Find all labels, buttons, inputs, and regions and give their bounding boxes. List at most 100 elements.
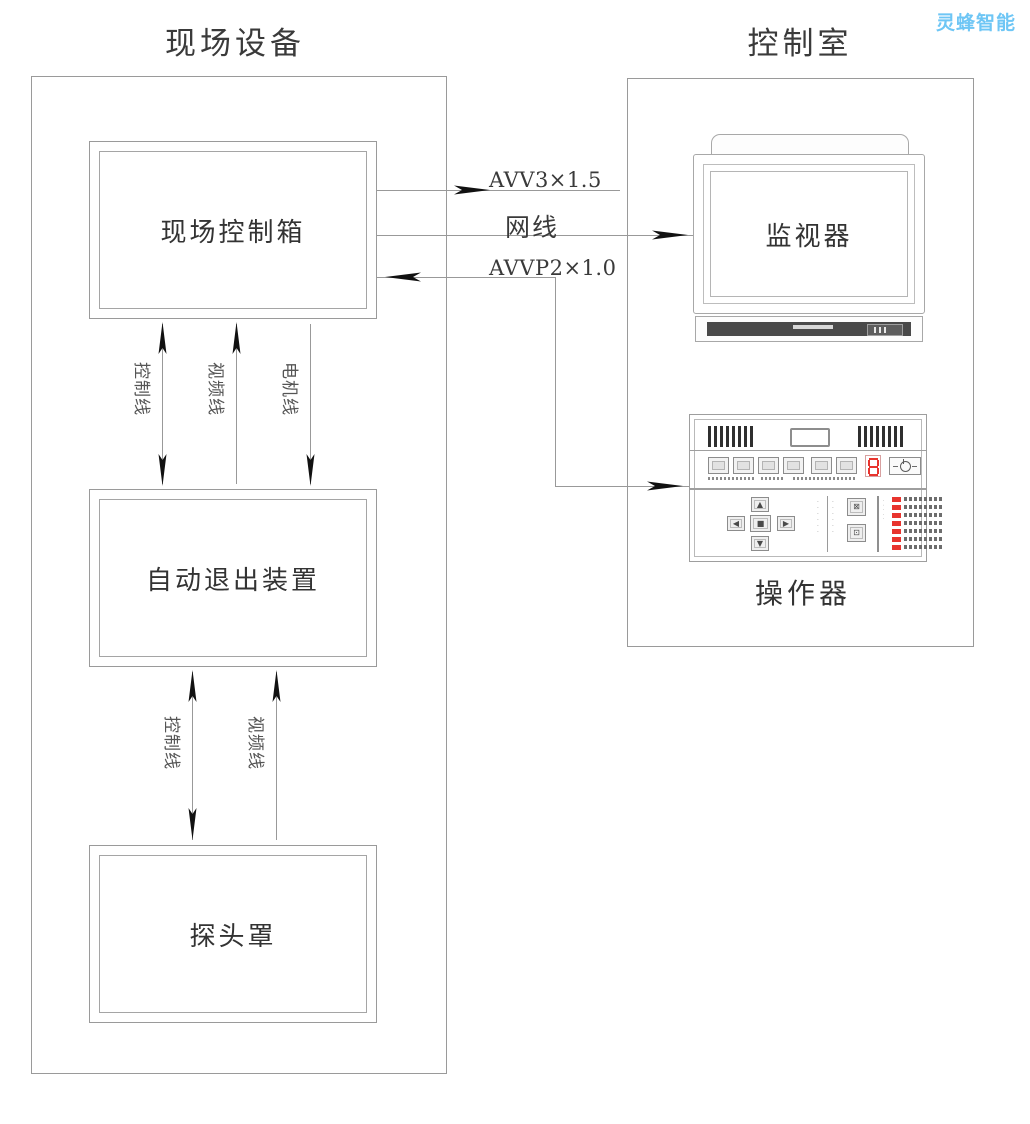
console-rotary-dial[interactable]: [889, 457, 921, 475]
link-video-line-1: [236, 324, 237, 484]
console-led-label-6: [904, 537, 942, 541]
device-operator-console[interactable]: ▲ ◀ ■ ▶ ▼ ------ ------ ⊠ ⊡ · · · · ·: [689, 414, 942, 562]
console-led-label-4: [904, 521, 942, 525]
console-led-label-1: [904, 497, 942, 501]
device-monitor-label: 监视器: [765, 221, 853, 252]
device-auto-retract-label: 自动退出装置: [145, 565, 320, 596]
console-led-1: [892, 497, 901, 502]
arrowhead-control-line-1-down: [155, 452, 170, 486]
cable-label-power: AVV3×1.5: [489, 168, 602, 192]
device-auto-retract[interactable]: 自动退出装置: [89, 489, 377, 667]
aux-bottom-glyph: ⊡: [853, 528, 860, 537]
section-title-control: 控制室: [747, 26, 853, 62]
device-field-control-box-label: 现场控制箱: [160, 217, 306, 248]
console-led-3: [892, 513, 901, 518]
console-led-5: [892, 529, 901, 534]
cable-label-network: 网线: [505, 213, 560, 242]
device-field-control-box[interactable]: 现场控制箱: [89, 141, 377, 319]
field-equipment-enclosure: [31, 76, 447, 1074]
arrowhead-control-line-1-up: [155, 322, 170, 356]
watermark-logo: 灵蜂智能: [935, 12, 1016, 34]
console-divider-1: [689, 450, 927, 451]
console-led-2: [892, 505, 901, 510]
console-key-6[interactable]: [836, 457, 857, 474]
link-control-line-2: [192, 672, 193, 840]
device-auto-retract-inner: 自动退出装置: [99, 499, 367, 657]
dpad-center-glyph: ■: [756, 518, 765, 528]
arrowhead-signal-cable-left: [385, 268, 423, 286]
arrowhead-motor-line-1-down: [303, 452, 318, 486]
console-key-1[interactable]: [708, 457, 729, 474]
link-video-line-2: [276, 672, 277, 840]
console-dpad-right[interactable]: ▶: [777, 516, 795, 531]
console-led-divider: [877, 496, 879, 552]
console-speaker-grille-right: [858, 426, 903, 447]
console-fader-track[interactable]: [827, 496, 829, 552]
device-probe-cover[interactable]: 探头罩: [89, 845, 377, 1023]
console-led-7: [892, 545, 901, 550]
console-dpad-center[interactable]: ■: [750, 515, 771, 532]
console-led-group-label: · · · · ·: [881, 500, 886, 521]
link-power-cable: [377, 190, 620, 191]
console-display-window: [790, 428, 830, 447]
console-fader-scale-left: ------: [817, 500, 819, 535]
console-dpad-up[interactable]: ▲: [751, 497, 769, 512]
arrowhead-signal-cable-right: [645, 477, 683, 495]
section-title-field: 现场设备: [165, 26, 305, 62]
arrowhead-network-cable: [650, 226, 688, 244]
arrowhead-control-line-2-down: [185, 806, 200, 840]
console-led-label-2: [904, 505, 942, 509]
console-key-caption-right: [793, 477, 857, 480]
device-probe-cover-inner: 探头罩: [99, 855, 367, 1013]
monitor-case-inner: 监视器: [703, 164, 915, 304]
dpad-left-glyph: ◀: [732, 518, 740, 528]
link-signal-cable-segment-2: [555, 277, 556, 486]
console-key-3[interactable]: [758, 457, 779, 474]
console-led-label-5: [904, 529, 942, 533]
monitor-top-bevel: [711, 134, 909, 157]
monitor-base: [695, 316, 923, 342]
link-signal-cable-segment-3: [555, 486, 693, 487]
arrowhead-control-line-2-up: [185, 670, 200, 704]
aux-top-glyph: ⊠: [853, 502, 860, 511]
console-led-label-3: [904, 513, 942, 517]
console-key-5[interactable]: [811, 457, 832, 474]
monitor-screen: 监视器: [710, 171, 908, 297]
console-key-2[interactable]: [733, 457, 754, 474]
monitor-case: 监视器: [693, 154, 925, 314]
dial-knob[interactable]: [899, 458, 911, 472]
device-probe-cover-label: 探头罩: [189, 921, 277, 952]
console-speaker-grille-left: [708, 426, 753, 447]
arrowhead-video-line-1-up: [229, 322, 244, 356]
dpad-down-glyph: ▼: [756, 538, 764, 548]
console-aux-button-top[interactable]: ⊠: [847, 498, 866, 516]
console-aux-button-bottom[interactable]: ⊡: [847, 524, 866, 542]
link-signal-cable-segment-1: [377, 277, 555, 278]
console-led-6: [892, 537, 901, 542]
dial-tick-left: [893, 466, 898, 468]
device-monitor[interactable]: 监视器: [693, 134, 925, 344]
control-room-enclosure: [627, 78, 974, 647]
monitor-knob[interactable]: [793, 325, 833, 329]
cable-label-video-line-2: 视频线: [245, 716, 265, 770]
dial-tick-right: [912, 466, 917, 468]
cable-label-control-line-2: 控制线: [161, 716, 181, 770]
console-dpad-down[interactable]: ▼: [751, 536, 769, 551]
console-dpad-left[interactable]: ◀: [727, 516, 745, 531]
console-divider-2: [689, 488, 927, 490]
arrowhead-power-cable: [452, 181, 490, 199]
console-led-label-7: [904, 545, 942, 549]
console-fader-scale-right: ------: [832, 500, 834, 535]
dpad-right-glyph: ▶: [782, 518, 790, 528]
arrowhead-video-line-2-up: [269, 670, 284, 704]
console-key-4[interactable]: [783, 457, 804, 474]
device-field-control-box-inner: 现场控制箱: [99, 151, 367, 309]
link-motor-line-1: [310, 324, 311, 484]
cable-label-motor-line-1: 电机线: [279, 362, 299, 416]
link-network-cable: [377, 235, 700, 236]
monitor-control-strip[interactable]: [707, 322, 911, 336]
cable-label-control-line-1: 控制线: [131, 362, 151, 416]
link-control-line-1: [162, 324, 163, 484]
cable-label-video-line-1: 视频线: [205, 362, 225, 416]
device-operator-console-label: 操作器: [755, 577, 852, 610]
